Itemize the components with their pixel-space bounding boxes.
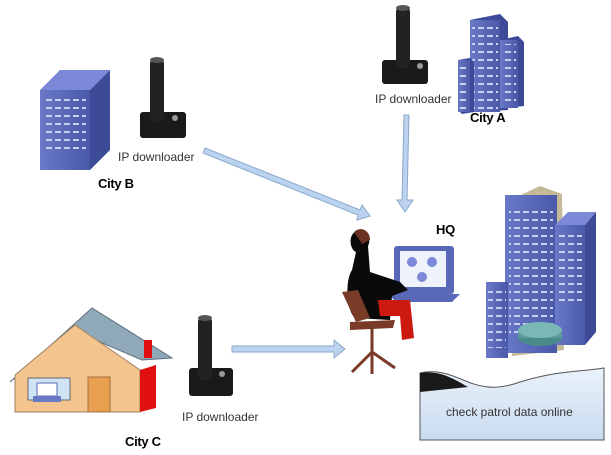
city-c-label: City C [125, 434, 161, 449]
city-c-house-icon [9, 307, 174, 413]
arrow-city-b-to-hq [202, 147, 371, 221]
hq-operator-icon [342, 229, 460, 374]
ip-downloader-a-icon [382, 5, 428, 84]
datacenter-building-icon [486, 186, 596, 358]
arrow-city-c-to-hq [231, 338, 346, 360]
city-b-device-label: IP downloader [118, 150, 195, 164]
city-a-building-icon [458, 14, 524, 114]
ip-downloader-b-icon [140, 57, 186, 138]
city-b-label: City B [98, 176, 134, 191]
city-a-device-label: IP downloader [375, 92, 452, 106]
datacenter-banner [419, 367, 605, 441]
city-a-label: City A [470, 110, 506, 125]
hq-label: HQ [436, 222, 455, 237]
city-c-device-label: IP downloader [182, 410, 259, 424]
city-b-building-icon [40, 70, 110, 170]
arrow-city-a-to-hq [396, 114, 414, 213]
datacenter-caption: check patrol data online [446, 405, 573, 419]
ip-downloader-c-icon [189, 315, 233, 396]
